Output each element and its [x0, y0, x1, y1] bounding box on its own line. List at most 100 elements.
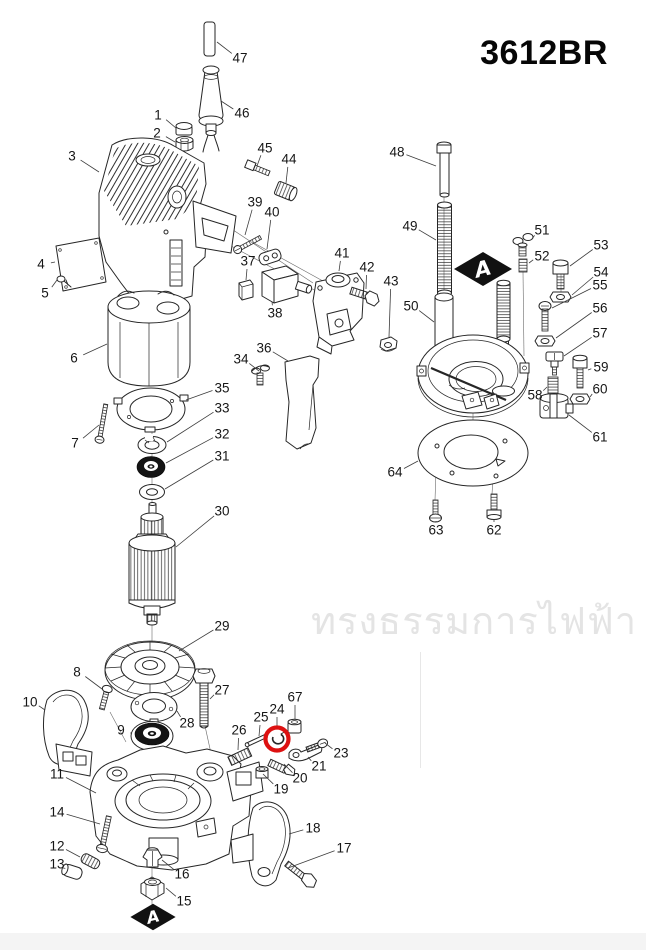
leader-line-18 — [288, 829, 304, 835]
part-drawing-12 — [80, 853, 101, 870]
part-label-25: 25 — [253, 710, 268, 725]
part-drawing-63 — [429, 499, 442, 523]
part-label-2: 2 — [153, 126, 161, 141]
part-label-61: 61 — [592, 430, 607, 445]
leader-line-28 — [176, 710, 181, 718]
part-label-63: 63 — [428, 523, 443, 538]
part-label-52: 52 — [534, 249, 549, 264]
part-label-15: 15 — [176, 894, 191, 909]
part-label-58: 58 — [527, 388, 542, 403]
part-label-49: 49 — [402, 219, 417, 234]
part-drawing-14 — [96, 815, 112, 854]
makita-logo-top: A — [454, 252, 512, 286]
part-drawing-56 — [534, 335, 556, 347]
part-label-35: 35 — [214, 381, 229, 396]
leader-line-1 — [165, 119, 177, 129]
leader-line-55 — [551, 288, 592, 309]
part-label-14: 14 — [49, 805, 65, 820]
part-drawing-55 — [538, 301, 552, 332]
part-label-36: 36 — [256, 341, 271, 356]
leader-line-11 — [65, 777, 97, 794]
part-label-3: 3 — [68, 149, 76, 164]
leader-line-26 — [237, 737, 239, 751]
makita-logo-letter: A — [470, 255, 494, 283]
part-drawing-5 — [56, 275, 72, 288]
leader-line-57 — [563, 336, 592, 357]
part-label-51: 51 — [534, 223, 549, 238]
part-drawing-13 — [61, 863, 83, 880]
part-label-29: 29 — [214, 619, 229, 634]
leader-line-60 — [589, 393, 593, 398]
part-label-37: 37 — [240, 254, 255, 269]
leader-line-39 — [244, 209, 253, 236]
part-drawing-19 — [255, 766, 269, 779]
leader-line-23 — [324, 742, 333, 750]
leader-line-19 — [262, 773, 274, 785]
leader-line-42 — [365, 274, 367, 290]
part-drawing-45 — [244, 159, 271, 177]
leader-line-33 — [166, 411, 214, 443]
part-label-53: 53 — [593, 238, 608, 253]
makita-logo-letter: A — [143, 906, 162, 928]
part-drawing-35 — [113, 387, 189, 433]
part-label-17: 17 — [336, 841, 351, 856]
part-drawing-57 — [545, 351, 564, 376]
part-drawing-4 — [55, 237, 107, 292]
part-label-18: 18 — [305, 821, 320, 836]
part-label-60: 60 — [592, 382, 607, 397]
part-drawing-47 — [203, 21, 216, 57]
part-drawing-10 — [43, 689, 93, 777]
leader-line-2 — [165, 136, 176, 143]
part-drawing-26 — [227, 747, 253, 766]
part-drawing-44 — [273, 181, 298, 202]
leader-line-41 — [338, 260, 341, 272]
part-label-38: 38 — [267, 306, 282, 321]
part-label-44: 44 — [281, 152, 297, 167]
highlight-annotation-circle — [263, 725, 291, 753]
part-label-33: 33 — [214, 401, 229, 416]
leader-line-50 — [418, 310, 435, 323]
part-label-42: 42 — [359, 260, 374, 275]
part-label-50: 50 — [403, 299, 418, 314]
part-label-62: 62 — [486, 523, 501, 538]
part-drawing-1 — [175, 122, 193, 136]
part-label-54: 54 — [593, 265, 609, 280]
leader-line-3 — [80, 159, 100, 173]
part-drawing-46 — [198, 65, 224, 153]
part-label-46: 46 — [234, 106, 249, 121]
part-label-1: 1 — [154, 108, 162, 123]
leader-line-27 — [209, 694, 215, 700]
part-label-55: 55 — [592, 278, 607, 293]
part-drawing-54 — [549, 291, 572, 303]
part-drawing-20 — [267, 758, 296, 777]
leader-line-32 — [165, 437, 214, 464]
leader-line-47 — [216, 41, 233, 54]
part-drawing-64 — [417, 419, 529, 487]
part-label-34: 34 — [233, 352, 249, 367]
leader-line-40 — [266, 219, 272, 250]
part-label-40: 40 — [264, 205, 279, 220]
router-base-casting — [416, 334, 530, 418]
part-drawing-23 — [305, 738, 329, 753]
part-label-8: 8 — [73, 665, 81, 680]
part-drawing-24 — [271, 732, 285, 745]
leader-line-61 — [568, 414, 593, 433]
leader-line-51 — [531, 235, 535, 240]
part-drawing-48 — [436, 141, 452, 198]
part-label-24: 24 — [269, 702, 285, 717]
leader-line-5 — [51, 279, 58, 288]
leader-line-58 — [543, 386, 548, 391]
part-label-56: 56 — [592, 301, 607, 316]
part-label-30: 30 — [214, 504, 229, 519]
leader-line-48 — [406, 154, 437, 167]
part-label-26: 26 — [231, 723, 246, 738]
part-label-45: 45 — [257, 141, 272, 156]
part-drawing-53 — [552, 259, 569, 290]
part-drawing-67 — [287, 718, 302, 734]
part-label-10: 10 — [22, 695, 37, 710]
leader-line-9 — [130, 732, 133, 735]
part-drawing-37 — [238, 279, 254, 301]
part-label-5: 5 — [41, 286, 49, 301]
leader-line-7 — [82, 424, 100, 439]
part-drawing-11 — [89, 745, 264, 871]
